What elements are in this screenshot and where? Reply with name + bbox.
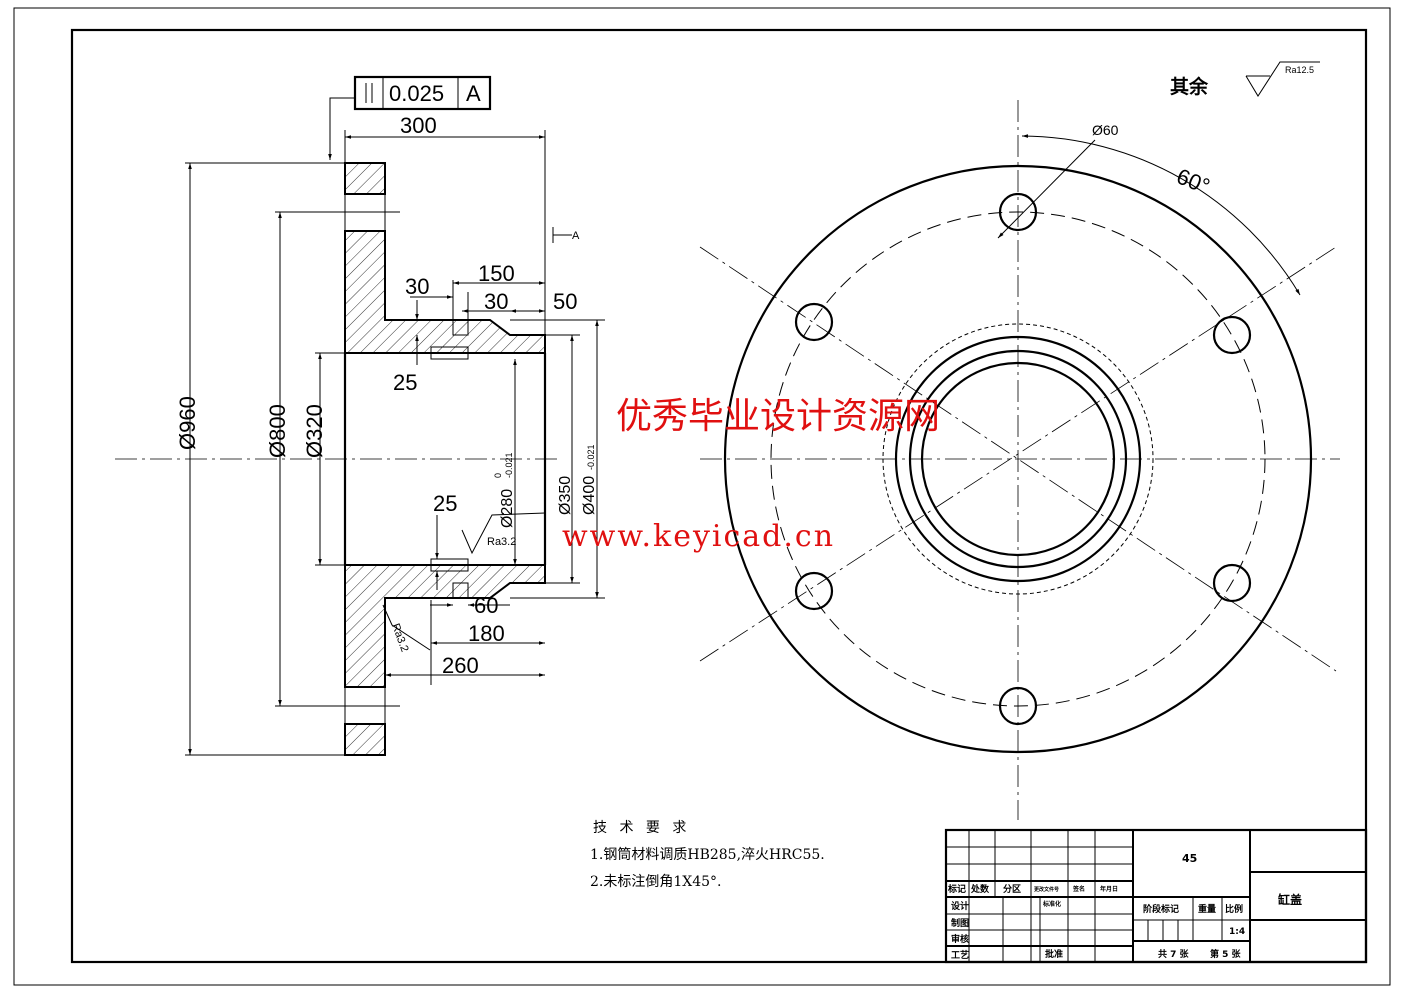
stage-mark-label: 阶段标记 [1143, 903, 1179, 915]
dim-dia320: Ø320 [302, 404, 327, 458]
dim-50: 50 [553, 289, 577, 314]
sheet-number: 第 5 张 [1210, 948, 1242, 960]
role-label: 审核 [951, 933, 969, 945]
surface-roughness-note: 其余 Ra12.5 [1170, 61, 1320, 98]
dim-30-chamfer: 30 [484, 289, 508, 314]
scale-label: 比例 [1225, 903, 1243, 915]
weight-label: 重量 [1198, 903, 1216, 915]
section-view: 0.025 A A 300 150 30 30 50 25 25 60 180 … [115, 75, 605, 756]
technical-requirements: 技 术 要 求 1.钢筒材料调质HB285,淬火HRC55. 2.未标注倒角1X… [590, 820, 825, 890]
dim-150: 150 [478, 261, 515, 286]
dim-angle-60: 60° [1173, 163, 1213, 199]
tolerance-value: 0.025 [389, 81, 444, 106]
tol-400: -0.021 [586, 444, 596, 470]
tech-req-title: 技 术 要 求 [593, 820, 690, 836]
end-view: Ø60 60° [699, 100, 1340, 820]
dim-dia400: Ø400 [581, 476, 598, 515]
watermark-url: www.keyicad.cn [562, 519, 835, 554]
roughness-ra32-flange: Ra3.2 [389, 622, 410, 654]
dim-25-top: 25 [393, 370, 417, 395]
watermark-title: 优秀毕业设计资源网 [616, 396, 940, 437]
material: 45 [1182, 852, 1197, 865]
header-cell: 签名 [1072, 885, 1085, 893]
dim-60: 60 [474, 593, 498, 618]
dim-260: 260 [442, 653, 479, 678]
total-sheets: 共 7 张 [1158, 948, 1190, 960]
tolerance-datum: A [466, 81, 481, 106]
datum-label: A [572, 230, 580, 242]
header-cell: 处数 [970, 883, 990, 895]
surface-note-label: 其余 [1170, 75, 1209, 98]
tech-req-item: 2.未标注倒角1X45°. [590, 874, 722, 890]
approve-label: 批准 [1045, 948, 1063, 960]
drawing-frame [70, 28, 1368, 964]
outer-border [13, 7, 1391, 986]
dim-dia800: Ø800 [265, 404, 290, 458]
dim-30-groove: 30 [405, 274, 429, 299]
dim-180: 180 [468, 621, 505, 646]
standardization-label: 标准化 [1042, 900, 1061, 908]
header-cell: 年月日 [1100, 885, 1118, 893]
dim-dia960: Ø960 [175, 396, 200, 450]
dim-25-bottom: 25 [433, 491, 457, 516]
surface-note-roughness: Ra12.5 [1285, 65, 1314, 75]
header-cell: 分区 [1003, 883, 1021, 895]
header-cell: 更改文件号 [1034, 886, 1059, 893]
dim-dia280: Ø280 [499, 489, 516, 528]
role-label: 制图 [951, 917, 969, 929]
role-label: 设计 [951, 900, 969, 912]
header-cell: 标记 [947, 883, 966, 895]
dim-hole-dia60: Ø60 [1092, 122, 1119, 138]
role-label: 工艺 [951, 949, 969, 961]
dim-300: 300 [400, 113, 437, 138]
dim-dia350: Ø350 [557, 476, 574, 515]
tech-req-item: 1.钢筒材料调质HB285,淬火HRC55. [590, 846, 825, 863]
tol-280-lower: -0.021 [504, 452, 514, 478]
roughness-ra32-bore: Ra3.2 [487, 536, 516, 548]
part-name: 缸盖 [1278, 892, 1302, 907]
tol-280-upper: 0 [493, 473, 503, 478]
geometric-tolerance-frame: 0.025 A [353, 75, 492, 111]
scale-value: 1:4 [1229, 927, 1245, 937]
title-block: 45 缸盖 标记 处数 分区 更改文件号 签名 年月日 设计 制图 审核 工艺 … [944, 828, 1368, 964]
